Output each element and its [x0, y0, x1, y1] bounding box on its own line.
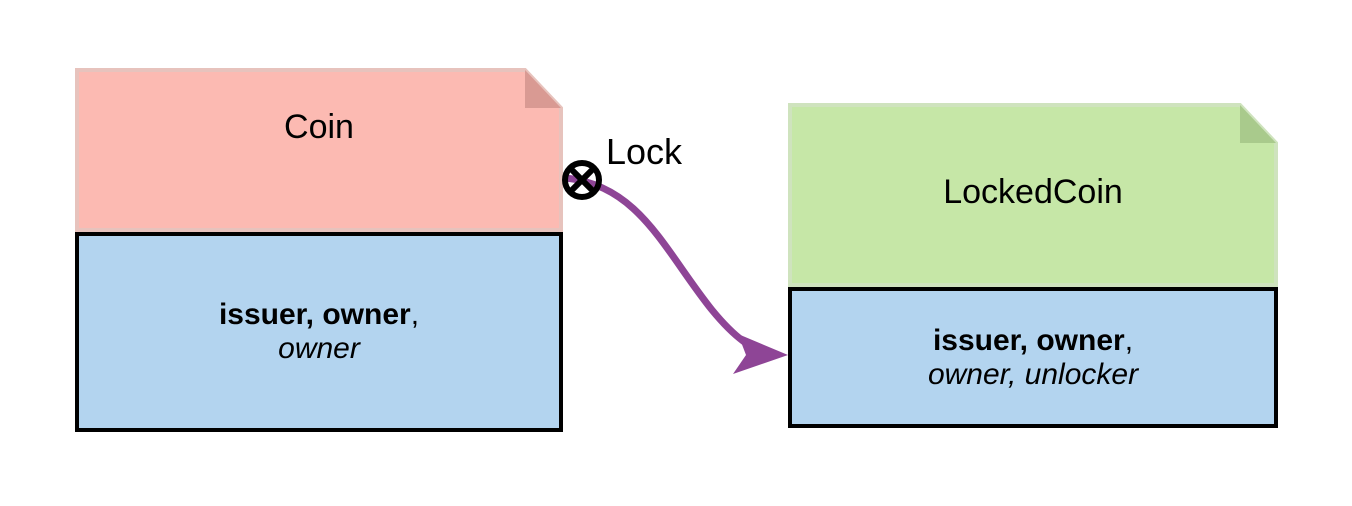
lockedcoin-attribute-line-1: issuer, owner, [933, 324, 1133, 358]
node-lockedcoin[interactable]: LockedCoin issuer, owner, owner, unlocke… [788, 103, 1278, 428]
lock-edge-arrowhead [733, 334, 788, 374]
circle-x-outline [562, 160, 602, 200]
lockedcoin-attr-bold-text: issuer, owner [932, 323, 1125, 357]
lock-edge-path[interactable] [562, 174, 777, 359]
circle-x-stroke-b [568, 166, 596, 194]
coin-note-body [75, 68, 563, 232]
lockedcoin-note-shape [788, 103, 1278, 287]
coin-fold-corner [525, 70, 561, 108]
lockedcoin-note-header[interactable]: LockedCoin [788, 103, 1278, 287]
lockedcoin-fold-corner [1240, 105, 1276, 143]
coin-attribute-compartment[interactable]: issuer, owner, owner [75, 232, 563, 432]
lock-edge-label: Lock [606, 131, 683, 172]
coin-attr-comma: , [410, 298, 420, 332]
coin-attribute-line-1: issuer, owner, [219, 298, 419, 332]
coin-attribute-line-2: owner [278, 332, 360, 365]
lockedcoin-note-body [788, 103, 1278, 287]
coin-note-header[interactable]: Coin [75, 68, 563, 232]
lockedcoin-attr-comma: , [1124, 323, 1134, 357]
lockedcoin-attribute-compartment[interactable]: issuer, owner, owner, unlocker [788, 287, 1278, 428]
circle-x-icon[interactable] [562, 160, 602, 200]
lockedcoin-attribute-line-2: owner, unlocker [927, 357, 1139, 391]
coin-attr-bold-text: issuer, owner [218, 298, 411, 332]
coin-note-shape [75, 68, 563, 232]
node-coin[interactable]: Coin issuer, owner, owner [75, 68, 563, 432]
circle-x-stroke-a [568, 166, 596, 194]
